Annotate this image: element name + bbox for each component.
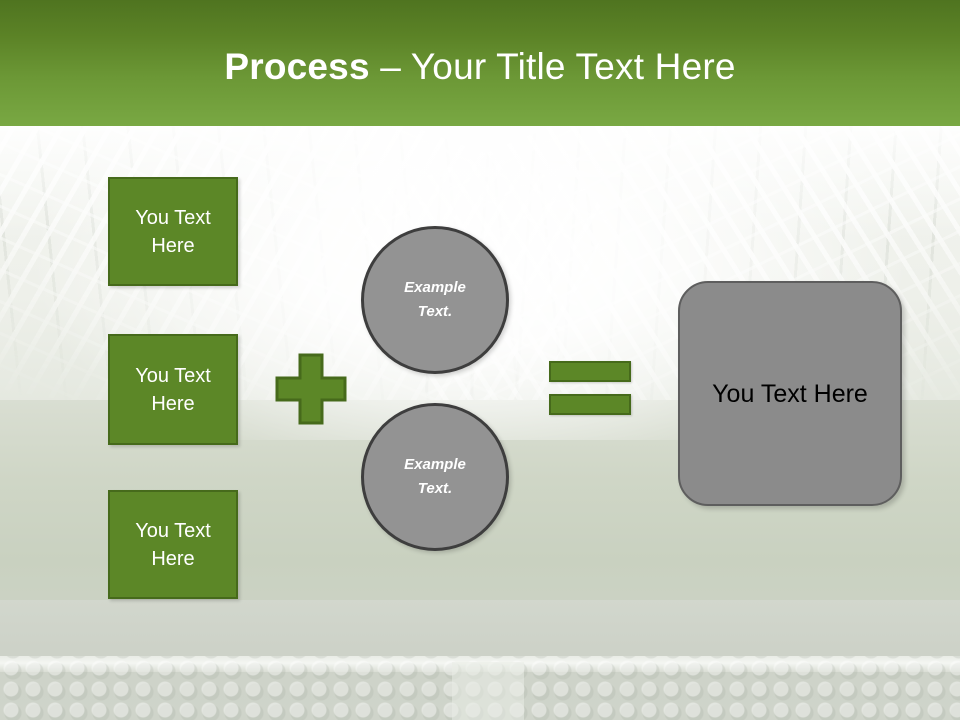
- example-circle-2[interactable]: Example Text.: [361, 403, 509, 551]
- page-title-bold: Process: [224, 46, 370, 87]
- result-box[interactable]: You Text Here: [678, 281, 902, 506]
- stadium-vomitory: [452, 662, 524, 720]
- equals-sign-icon: [549, 361, 631, 415]
- example-circle-1[interactable]: Example Text.: [361, 226, 509, 374]
- result-box-label: You Text Here: [712, 379, 868, 408]
- input-box-1-label: You Text Here: [135, 206, 211, 257]
- example-circle-1-label: Example Text.: [404, 279, 466, 320]
- stadium-lower-stands: [0, 600, 960, 720]
- input-box-2[interactable]: You Text Here: [108, 334, 238, 445]
- example-circle-2-label: Example Text.: [404, 456, 466, 497]
- slide-header-band: Process – Your Title Text Here: [0, 0, 960, 126]
- page-title-regular: – Your Title Text Here: [369, 46, 736, 87]
- input-box-3[interactable]: You Text Here: [108, 490, 238, 599]
- page-title: Process – Your Title Text Here: [0, 45, 960, 89]
- equals-sign-bar-bottom: [549, 394, 631, 415]
- equals-sign-bar-top: [549, 361, 631, 382]
- input-box-3-label: You Text Here: [135, 519, 211, 570]
- input-box-1[interactable]: You Text Here: [108, 177, 238, 286]
- plus-sign-icon: [275, 353, 347, 425]
- input-box-2-label: You Text Here: [135, 364, 211, 415]
